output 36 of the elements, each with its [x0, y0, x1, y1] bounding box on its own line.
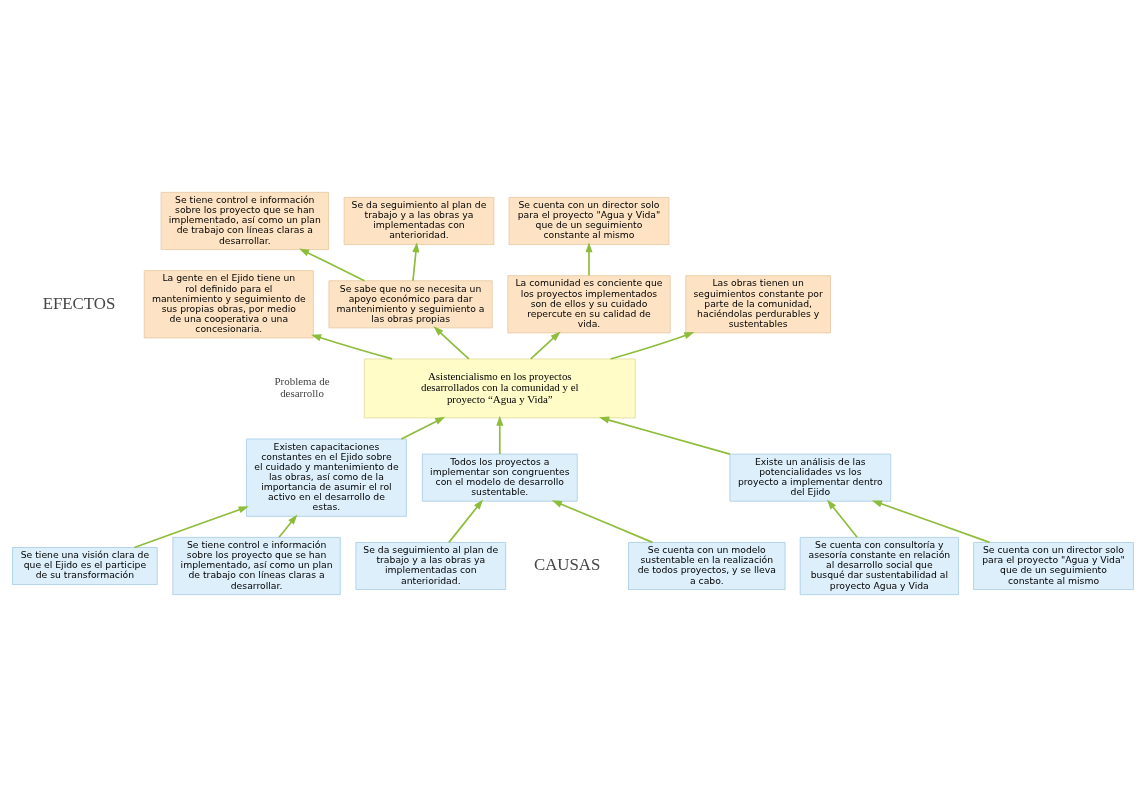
node-box: Se tiene control e información sobre los proyecto que se han implementado, así como un plan de trabajo con líneas claras a desarrollar. — [172, 537, 341, 596]
node-box: Asistencialismo en los proyectos desarrollados con la comunidad y el proyecto “Agua y Vida” — [363, 358, 636, 419]
arrow — [412, 242, 420, 282]
arrow — [529, 331, 561, 360]
arrow — [278, 514, 298, 539]
arrow — [871, 500, 991, 544]
arrow — [433, 326, 470, 360]
node-box: Se da seguimiento al plan de trabajo y a las obras ya implementadas con anterioridad. — [355, 542, 507, 590]
arrow — [400, 416, 446, 440]
arrow — [448, 499, 484, 544]
arrow — [299, 248, 366, 282]
arrow — [311, 334, 393, 360]
node-box: Se sabe que no se necesita un apoyo económico para dar mantenimiento y seguimiento a las obras propias — [328, 280, 493, 329]
arrow — [827, 499, 858, 539]
node-box: Se tiene control e información sobre los proyecto que se han implementado, así como un plan de trabajo con líneas claras a desarrollar. — [160, 191, 329, 250]
arrow — [609, 332, 695, 360]
node-box: Se cuenta con un director solo para el proyecto "Agua y Vida" que de un seguimiento constante al mismo — [508, 197, 670, 245]
node-box: Se da seguimiento al plan de trabajo y a las obras ya implementadas con anterioridad. — [343, 197, 495, 245]
node-box: La comunidad es conciente que los proyectos implementados son de ellos y su cuidado repercute en su calidad de vida. — [507, 275, 671, 334]
arrow — [599, 416, 731, 455]
node-box: Todos los proyectos a implementar son congruentes con el modelo de desarrollo sustentable. — [421, 453, 578, 502]
node-box: Se cuenta con consultoría y asesoría constante en relación al desarrollo social que busqué dar sustentabilidad al proyecto Agua y Vida — [799, 537, 959, 596]
node-box: Se tiene una visión clara de que el Ejido es el participe de su transformación — [12, 547, 158, 585]
node-box: Existen capacitaciones constantes en el Ejido sobre el cuidado y mantenimiento de las obras, así como de la importancia de asumir el rol activo en el desarrollo de estas. — [246, 438, 407, 517]
arrow — [551, 500, 654, 544]
label: Problema de desarrollo — [274, 375, 330, 400]
label: EFECTOS — [42, 293, 116, 313]
arrow — [496, 415, 504, 455]
label: CAUSAS — [533, 555, 601, 575]
node-box: Se cuenta con un modelo sustentable en la realización de todos proyectos, y se lleva a cabo. — [628, 542, 786, 590]
node-box: Las obras tienen un seguimientos constante por parte de la comunidad, haciéndolas perdurables y sustentables — [685, 275, 831, 334]
node-box: Existe un análisis de las potencialidades vs los proyecto a implementar dentro del Ejido — [729, 453, 892, 502]
arrow — [585, 242, 593, 277]
node-box: Se cuenta con un director solo para el proyecto "Agua y Vida" que de un seguimiento constante al mismo — [973, 542, 1134, 590]
arrow — [133, 506, 249, 549]
node-box: La gente en el Ejido tiene un rol definido para el mantenimiento y seguimiento de sus propias obras, por medio de una cooperativa o una concesionaria. — [143, 270, 314, 339]
